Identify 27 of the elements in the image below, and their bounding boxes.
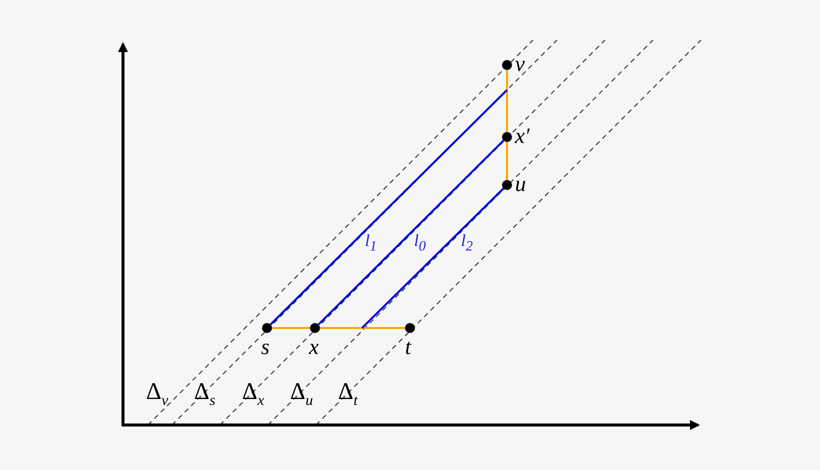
point-dot [310,323,320,333]
edge-label: l$_{2}$ [461,232,473,254]
line-segment [361,188,504,329]
point-dot [502,60,512,70]
point-label: s [261,336,270,358]
point-dot [502,132,512,142]
point-label: x [309,336,319,358]
region-label: Δ$_{t}$ [338,380,358,409]
line-segment [270,89,508,326]
line-segment [320,327,405,329]
region-label: Δ$_{v}$ [146,380,168,409]
line-segment [506,142,508,180]
point-label: x′ [515,125,530,147]
line-segment [318,140,504,326]
region-label: Δ$_{u}$ [290,380,313,409]
point-dot [262,323,272,333]
line-segment [272,327,310,329]
point-dot [502,180,512,190]
line-segment [506,70,508,132]
region-label: Δ$_{s}$ [194,380,216,409]
point-dot [405,323,415,333]
point-label: u [515,173,526,195]
point-label: v [515,53,525,75]
edge-label: l$_{0}$ [414,232,426,254]
edge-label: l$_{1}$ [365,232,377,254]
region-label: Δ$_{x}$ [242,380,264,409]
point-label: t [405,336,412,358]
